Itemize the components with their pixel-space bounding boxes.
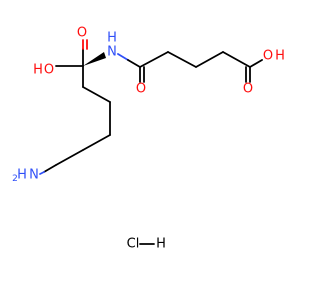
bond-chain-1 (139, 51, 169, 68)
bond-chain-2 (167, 51, 197, 68)
bond-n-c (117, 53, 129, 61)
bond-chain-3 (195, 51, 224, 68)
bond-chain-4 (222, 51, 251, 68)
bond-side-5 (43, 164, 57, 173)
atom-carboxyl-oh: O (44, 63, 54, 78)
atom-chlorine: Cl (127, 237, 140, 252)
wedge-bond-ca-n (83, 52, 106, 66)
molecule-drawing: O H O N H O O O H N H 2 Cl H (12, 26, 285, 252)
bond-side-1 (82, 86, 111, 103)
bond-side-4 (55, 149, 84, 166)
atom-amide-n: N (107, 45, 117, 60)
atom-carboxyl-h: H (33, 63, 43, 78)
bond-c-nh2 (39, 171, 45, 175)
atom-hcl-h: H (156, 237, 166, 252)
atom-acid-oh: O (263, 49, 273, 64)
atom-acid-h: H (275, 49, 285, 64)
atom-carboxyl-o-top: O (77, 26, 87, 41)
bond-n-c-cont (127, 59, 141, 68)
atom-acid-o-top: O (243, 82, 253, 97)
atom-amide-h: H (107, 31, 117, 46)
atom-amine-subscript: 2 (12, 174, 18, 184)
atom-amide-o: O (136, 82, 146, 97)
bond-acid-c-oh (249, 59, 263, 68)
atom-amine-h: H (17, 168, 27, 183)
structure-canvas: O H O N H O O O H N H 2 Cl H (12, 26, 285, 252)
bond-side-3 (82, 134, 111, 151)
atom-amine-n: N (29, 168, 39, 183)
